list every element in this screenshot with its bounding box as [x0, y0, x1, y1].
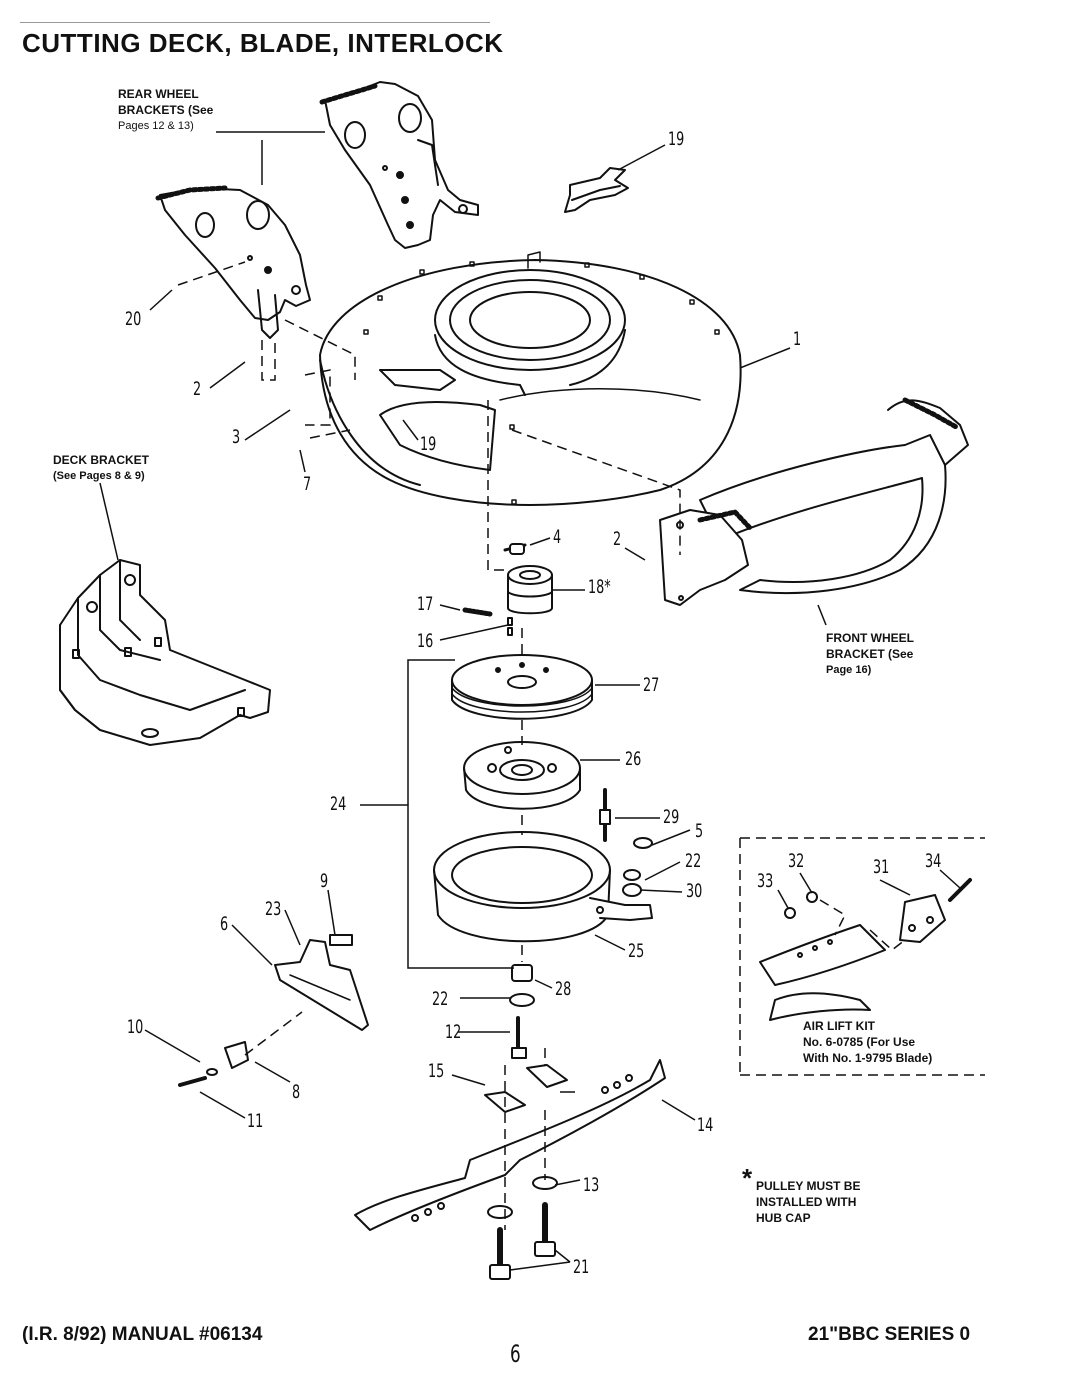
callout-13: 13	[583, 1174, 600, 1196]
callout-31: 31	[873, 856, 890, 878]
note-deck-bracket: DECK BRACKET (See Pages 8 & 9)	[53, 452, 149, 484]
callout-2: 2	[613, 528, 622, 550]
callout-22: 22	[432, 988, 449, 1010]
callout-6: 6	[220, 913, 229, 935]
callout-29: 29	[663, 806, 680, 828]
page-title: CUTTING DECK, BLADE, INTERLOCK	[22, 28, 504, 58]
callout-2: 2	[193, 378, 202, 400]
page-number: 6	[510, 1340, 521, 1368]
callout-16: 16	[417, 630, 434, 652]
note-line: INSTALLED WITH	[756, 1195, 857, 1209]
callout-9: 9	[320, 870, 329, 892]
callout-19: 19	[420, 433, 437, 455]
cutting-deck-housing	[319, 251, 742, 506]
callout-8: 8	[292, 1081, 301, 1103]
callout-10: 10	[127, 1016, 144, 1038]
note-line: BRACKET (See	[826, 647, 914, 661]
callout-5: 5	[695, 820, 704, 842]
callout-30: 30	[686, 880, 703, 902]
callout-28: 28	[555, 978, 572, 1000]
note-line: Pages 12 & 13)	[118, 120, 194, 132]
note-line: BRACKETS (See	[118, 103, 214, 117]
callout-17: 17	[417, 593, 434, 615]
footer-series: 21"BBC SERIES 0	[808, 1324, 971, 1345]
callout-1: 1	[793, 328, 802, 350]
note-line: AIR LIFT KIT	[803, 1019, 875, 1033]
pulley-assembly	[433, 543, 653, 1059]
callout-26: 26	[625, 748, 642, 770]
callout-33: 33	[757, 870, 774, 892]
callout-25: 25	[628, 940, 645, 962]
part-19-clip-top	[564, 167, 629, 213]
rear-wheel-bracket-right	[319, 81, 479, 249]
title-rule	[20, 22, 490, 23]
note-front-wheel-bracket: FRONT WHEEL BRACKET (See Page 16)	[826, 630, 914, 678]
callout-21: 21	[573, 1256, 590, 1278]
callout-15: 15	[428, 1060, 445, 1082]
air-lift-kit	[759, 878, 972, 1021]
footer-manual-ref: (I.R. 8/92) MANUAL #06134	[22, 1324, 263, 1345]
callout-14: 14	[697, 1114, 714, 1136]
callout-24: 24	[330, 793, 347, 815]
callout-12: 12	[445, 1021, 462, 1043]
callout-27: 27	[643, 674, 660, 696]
interlock-assembly	[178, 934, 369, 1087]
callout-18: 18*	[588, 576, 611, 598]
callout-3: 3	[232, 426, 241, 448]
note-line: Page 16)	[826, 664, 872, 676]
note-line: PULLEY MUST BE	[756, 1179, 861, 1193]
deck-bracket	[59, 559, 271, 746]
note-line: (See Pages 8 & 9)	[53, 470, 145, 482]
note-line: FRONT WHEEL	[826, 631, 914, 645]
note-line: With No. 1-9795 Blade)	[803, 1051, 933, 1065]
note-air-lift-kit: AIR LIFT KIT No. 6-0785 (For Use With No…	[803, 1018, 932, 1066]
note-line: HUB CAP	[756, 1211, 811, 1225]
rear-wheel-bracket-left	[155, 185, 311, 339]
callout-22: 22	[685, 850, 702, 872]
asterisk-mark: *	[742, 1163, 753, 1193]
callout-32: 32	[788, 850, 805, 872]
front-wheel-bracket	[659, 397, 969, 606]
note-pulley: PULLEY MUST BE INSTALLED WITH HUB CAP	[756, 1178, 860, 1226]
note-line: REAR WHEEL	[118, 87, 199, 101]
note-line: No. 6-0785 (For Use	[803, 1035, 916, 1049]
leader-lines	[99, 131, 961, 1271]
callout-20: 20	[125, 308, 142, 330]
note-line: DECK BRACKET	[53, 453, 149, 467]
callout-11: 11	[247, 1110, 264, 1132]
callout-19: 19	[668, 128, 685, 150]
callout-7: 7	[303, 473, 312, 495]
callout-4: 4	[553, 526, 562, 548]
blade	[354, 1059, 666, 1280]
callout-34: 34	[925, 850, 942, 872]
note-rear-wheel-brackets: REAR WHEEL BRACKETS (See Pages 12 & 13)	[118, 86, 213, 134]
callout-23: 23	[265, 898, 282, 920]
assembly-lines	[177, 261, 985, 1230]
